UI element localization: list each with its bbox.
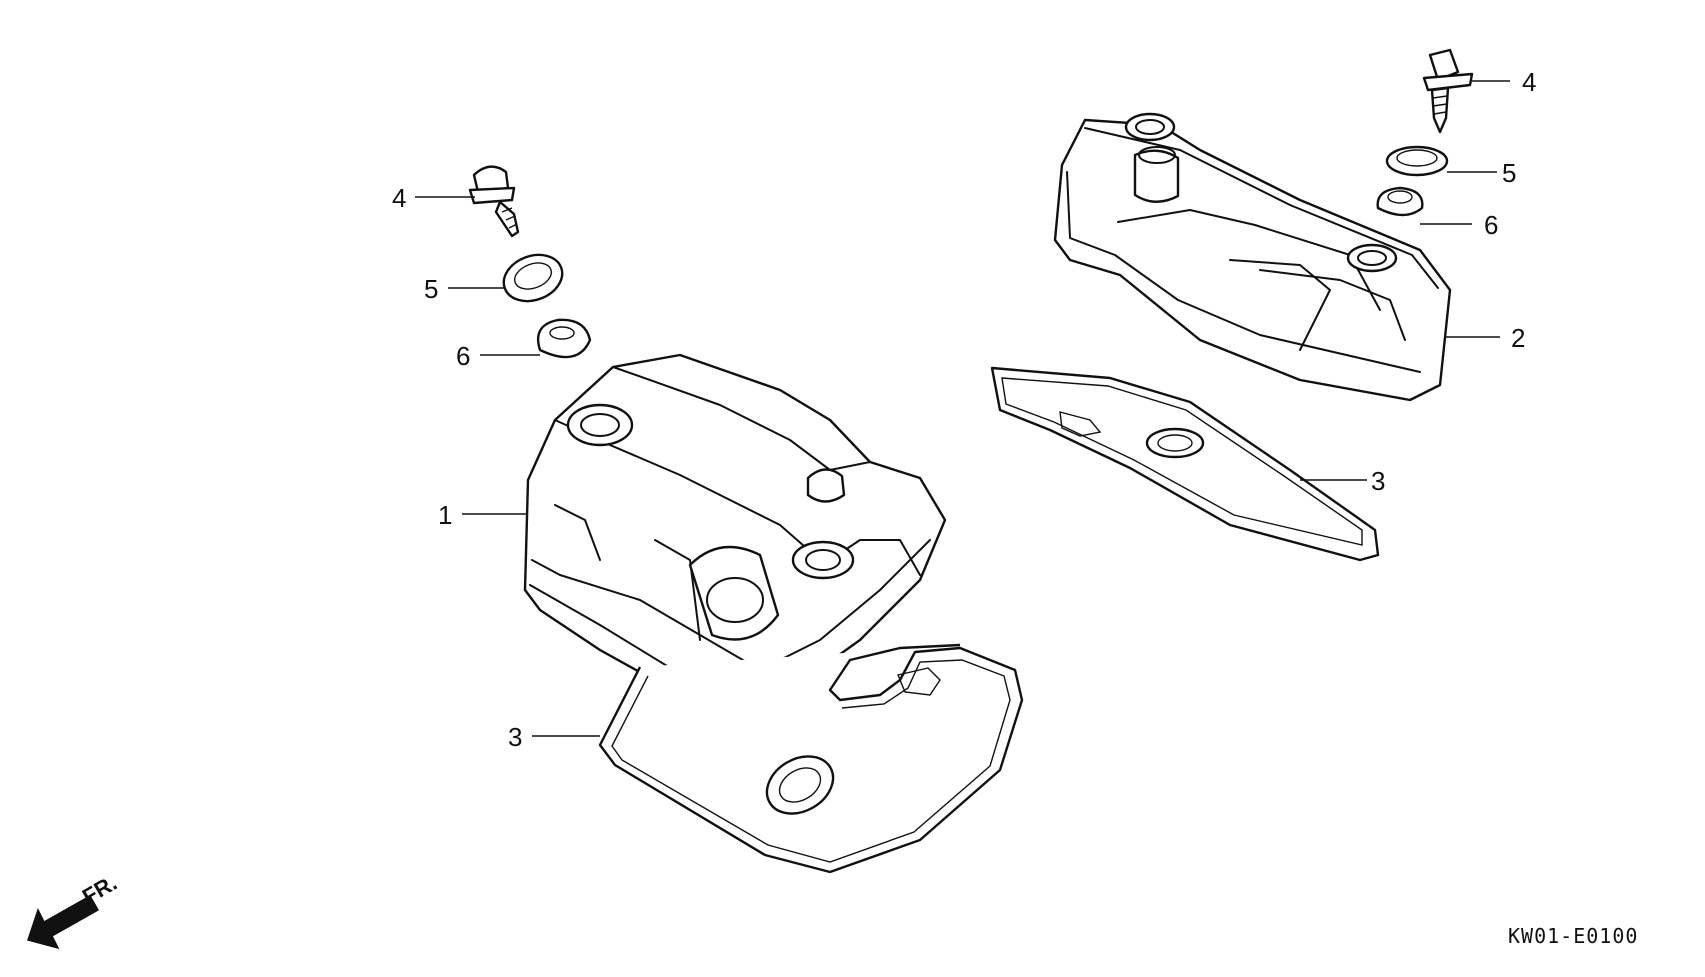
callout-right-cover: 2	[1511, 323, 1525, 353]
right-grommet	[1376, 186, 1424, 217]
callout-left-cover: 1	[438, 500, 452, 530]
callout-right-washer: 5	[1502, 158, 1516, 188]
callout-right-bolt: 4	[1522, 67, 1536, 97]
arrow-icon	[27, 894, 100, 950]
left-bolt	[468, 165, 520, 238]
right-gasket	[990, 366, 1380, 562]
callout-right-gasket: 3	[1371, 466, 1385, 496]
right-washer	[1385, 145, 1449, 177]
left-cylinder-head-cover	[523, 353, 947, 712]
callout-left-grommet: 6	[456, 341, 470, 371]
right-cylinder-head-cover	[1053, 112, 1452, 402]
left-gasket	[598, 643, 1024, 874]
callout-left-washer: 5	[424, 274, 438, 304]
callout-left-bolt: 4	[392, 183, 406, 213]
left-washer	[502, 253, 564, 303]
callout-right-grommet: 6	[1484, 210, 1498, 240]
drawing-code: KW01-E0100	[1508, 924, 1638, 948]
left-grommet	[536, 318, 592, 359]
callout-left-gasket: 3	[508, 722, 522, 752]
leader-lines	[415, 80, 1510, 737]
front-direction-arrow: FR.	[27, 870, 121, 950]
right-bolt	[1422, 48, 1474, 134]
